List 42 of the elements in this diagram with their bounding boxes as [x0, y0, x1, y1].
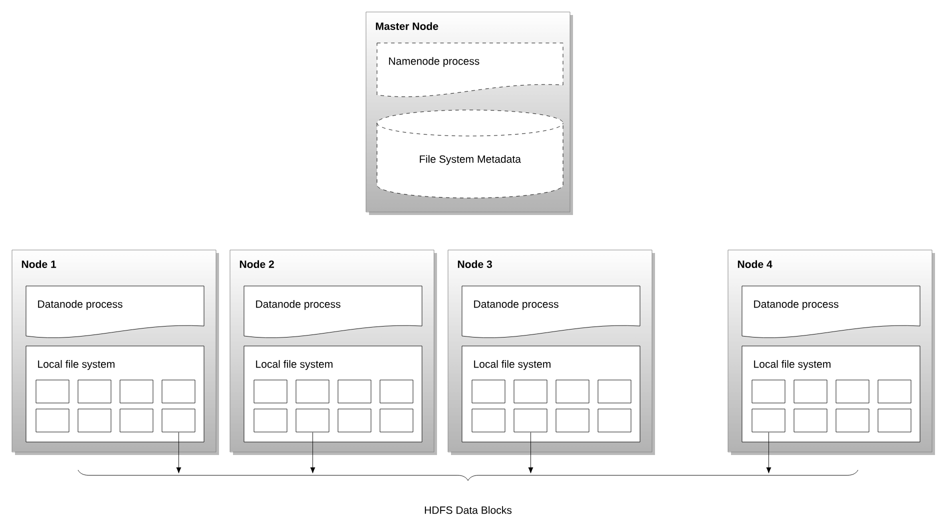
storage-block: [752, 408, 786, 432]
storage-block: [162, 408, 196, 432]
storage-block: [380, 408, 414, 432]
storage-block: [36, 380, 70, 404]
storage-block: [120, 380, 154, 404]
storage-block: [78, 380, 112, 404]
storage-block: [472, 380, 506, 404]
arrow: [176, 432, 182, 474]
arrow: [766, 432, 772, 474]
storage-block: [752, 380, 786, 404]
storage-block: [120, 408, 154, 432]
storage-block: [296, 380, 330, 404]
storage-block: [556, 380, 590, 404]
storage-block: [36, 408, 70, 432]
storage-block: [878, 380, 912, 404]
storage-block: [380, 380, 414, 404]
process-document: Datanode process: [462, 286, 640, 338]
storage-block: [254, 408, 288, 432]
process-document: Datanode process: [742, 286, 920, 338]
storage-block: [254, 380, 288, 404]
storage-block: [836, 380, 870, 404]
storage-block: [472, 408, 506, 432]
storage-block: [338, 380, 372, 404]
storage-block: [296, 408, 330, 432]
storage-block: [794, 408, 828, 432]
process-document: Datanode process: [26, 286, 204, 338]
storage-block: [162, 380, 196, 404]
storage-block: [836, 408, 870, 432]
storage-block: [78, 408, 112, 432]
arrow: [528, 432, 534, 474]
storage-block: [598, 408, 632, 432]
storage-block: [794, 380, 828, 404]
storage-block: [556, 408, 590, 432]
storage-block: [338, 408, 372, 432]
storage-block: [878, 408, 912, 432]
storage-block: [598, 380, 632, 404]
process-document: Namenode process: [376, 42, 564, 97]
brace-label: HDFS Data Blocks: [424, 506, 512, 514]
arrow: [310, 432, 316, 474]
storage-block: [514, 408, 548, 432]
storage-block: [514, 380, 548, 404]
process-document: Datanode process: [244, 286, 422, 338]
